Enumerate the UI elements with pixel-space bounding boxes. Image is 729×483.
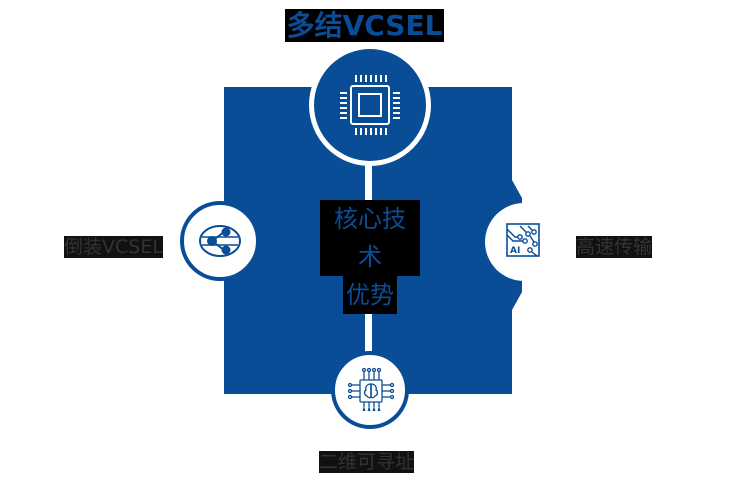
center-line-2: 优势 [343, 276, 397, 314]
diagram-title: 多结VCSEL [0, 4, 729, 44]
node-top-circle [314, 49, 426, 161]
node-bottom-circle [331, 351, 409, 429]
center-label: 核心技术 优势 [320, 200, 420, 314]
connector-bottom [365, 280, 372, 352]
flip-chip-connector-icon [199, 225, 241, 257]
title-text: 多结VCSEL [284, 9, 445, 42]
node-right-circle: AI [485, 203, 563, 281]
center-line-1: 核心技术 [320, 200, 420, 276]
node-bottom-label: 二维可寻址 [319, 451, 415, 473]
node-left-label: 倒装VCSEL [64, 236, 163, 258]
connector-top [365, 150, 372, 200]
svg-text:AI: AI [510, 246, 520, 256]
brain-chip-icon [347, 367, 395, 411]
ai-circuit-board-icon: AI [506, 223, 540, 257]
node-left-circle [180, 201, 260, 281]
cpu-chip-icon [340, 75, 400, 135]
node-right-label: 高速传输 [576, 236, 653, 258]
